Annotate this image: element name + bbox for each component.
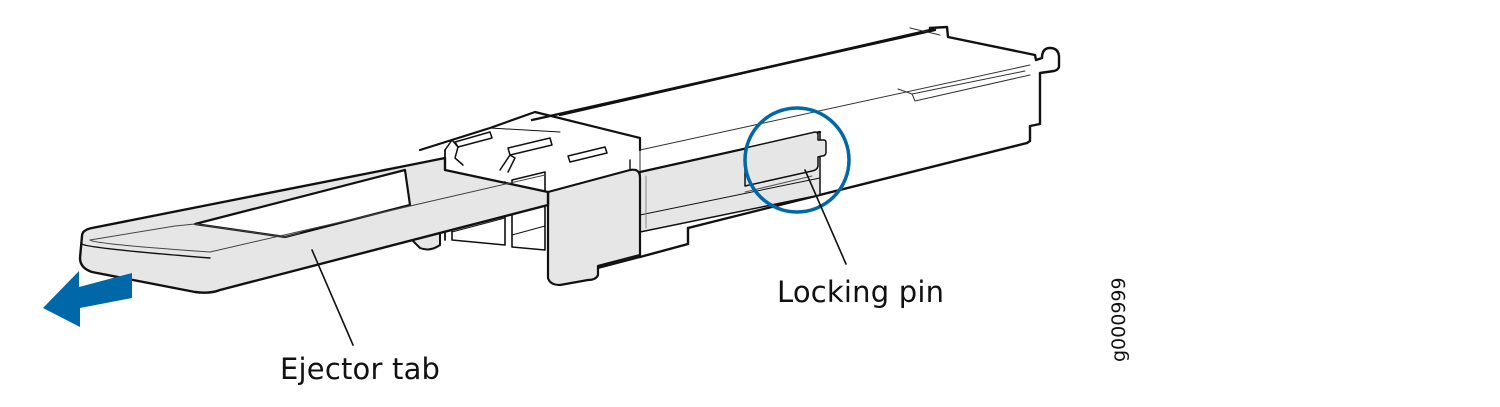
ejector-tab xyxy=(78,156,550,294)
ejector-tab-label: Ejector tab xyxy=(280,352,441,386)
locking-pin-label: Locking pin xyxy=(777,275,945,309)
housing-front-plate xyxy=(546,168,642,287)
module-bottom-edge xyxy=(597,256,641,269)
circle-highlight-icon xyxy=(743,106,851,214)
module-body xyxy=(530,25,1061,259)
ejector-tab-leader xyxy=(311,249,354,346)
arrow-left-pull-icon xyxy=(43,271,132,327)
locking-pin-leader xyxy=(804,169,847,265)
locking-pin xyxy=(744,131,827,187)
figure-id: g000999 xyxy=(1108,277,1130,362)
